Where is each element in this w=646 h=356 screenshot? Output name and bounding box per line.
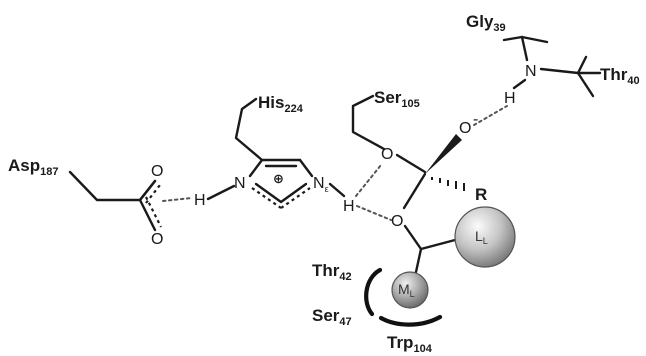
- ser47-label: Ser47: [312, 306, 352, 328]
- gly39-thr40-backbone: N Gly39 Thr40: [466, 12, 640, 98]
- wedge-bond-oxyanion: [425, 134, 462, 174]
- stereocenter-to-medium-group: [414, 247, 423, 274]
- gly-nitrogen: N: [525, 63, 537, 80]
- thr-alpha-up: [576, 55, 588, 75]
- pocket-arc-upper: [364, 267, 383, 317]
- gly-hydrogen: H: [504, 90, 516, 107]
- ser105-group: Ser105 O: [351, 88, 427, 174]
- oxyanion-oxygen: O: [459, 120, 471, 137]
- central-carbon-to-ester-oxygen: [402, 172, 427, 210]
- hbond-oxyanion-gly: [473, 105, 508, 126]
- medium-sphere-label: ML: [398, 281, 415, 299]
- asp187-label: Asp187: [8, 156, 58, 178]
- ester-oxygen-to-stereocenter: [403, 224, 457, 251]
- asp-oxygen-bottom: O: [151, 231, 163, 248]
- thr-alpha-down: [576, 71, 595, 98]
- his-ring-bond-lower: [254, 182, 308, 204]
- asp-carbonyl-bond-lower: [138, 198, 157, 232]
- n-to-thr-bond: [539, 67, 580, 75]
- his-ne-h-bond: [328, 182, 346, 198]
- his224-label: His224: [258, 93, 304, 115]
- pocket-arc-lower: [378, 314, 443, 327]
- hbond-asp-his: [162, 197, 193, 202]
- his-ring-bond-n1-c5: [248, 158, 264, 178]
- ser-side-chain-bond: [351, 94, 386, 151]
- his224-group: N Nε ⊕ His224: [234, 93, 329, 209]
- r-group-label: R: [475, 185, 487, 204]
- ser-hydrogen-shared: H: [343, 198, 355, 215]
- gly-alpha-bond: [520, 35, 529, 62]
- asp-carboxylate-partial-lower: [145, 196, 162, 228]
- gly-alpha-branch-2: [520, 35, 549, 44]
- gly-alpha-branch: [502, 35, 524, 42]
- medium-substituent-sphere: ML: [391, 271, 429, 309]
- large-sphere-label: LL: [475, 228, 488, 246]
- trp104-label: Trp104: [387, 333, 433, 355]
- hbond-h-ester-oxygen: [356, 205, 392, 221]
- his-nh-bond: [206, 184, 236, 201]
- ser105-label: Ser105: [374, 88, 420, 110]
- oxyanion-charge: -: [473, 111, 478, 128]
- ser-o-to-central-carbon: [395, 153, 427, 174]
- tetrahedral-intermediate: O - R O: [391, 111, 487, 274]
- asp-oxygen-top: O: [151, 163, 163, 180]
- asp-carboxylate-partial-upper: [145, 184, 161, 204]
- asp187-group: O O Asp187: [8, 156, 163, 248]
- thr40-label: Thr40: [600, 65, 640, 87]
- thr42-label: Thr42: [312, 261, 352, 283]
- ester-oxygen: O: [391, 213, 403, 230]
- gly39-label: Gly39: [466, 12, 506, 34]
- ser-oxygen: O: [381, 146, 393, 163]
- his-positive-charge: ⊕: [273, 172, 284, 187]
- hbond-h-ser-oxygen: [355, 164, 382, 197]
- his-side-chain-bond: [234, 97, 264, 162]
- large-substituent-sphere: LL: [454, 206, 516, 268]
- his-hydrogen-left: H: [194, 192, 206, 209]
- his-ring-bond-c4-n3: [298, 158, 314, 178]
- hashed-bond-r: [431, 177, 465, 191]
- gly-nh-bond: [512, 78, 527, 90]
- his-nitrogen-delta: N: [234, 175, 246, 192]
- his-nitrogen-epsilon: Nε: [313, 175, 329, 194]
- asp-carbonyl-bond-upper: [138, 179, 157, 202]
